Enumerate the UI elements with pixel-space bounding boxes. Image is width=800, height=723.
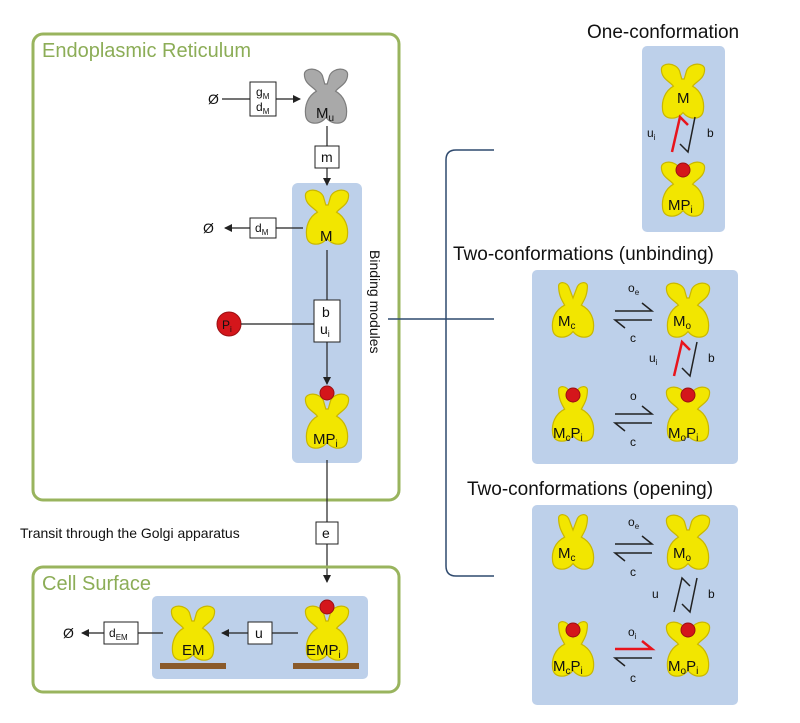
transit-label: Transit through the Golgi apparatus: [20, 525, 240, 541]
label-mu: Mu: [316, 105, 334, 124]
label-mpi: MPi: [313, 431, 338, 450]
p2-close-arrow-bound: [612, 422, 652, 432]
p2-label-mopi: MoPi: [668, 425, 698, 444]
p2-ligand-mopi: [680, 387, 696, 403]
p3-label-mcpi: McPi: [553, 658, 583, 677]
bound-ligand-mpi: [319, 385, 335, 401]
p1-label-mpi: MPi: [668, 197, 693, 216]
cell-surface-border: [31, 565, 401, 694]
membrane-empi: [293, 663, 359, 669]
p2-label-mc: Mc: [558, 313, 576, 332]
label-m: M: [320, 228, 333, 245]
p3-ligand-mcpi: [565, 622, 581, 638]
panel-one-title: One-conformation: [587, 22, 739, 43]
p3-rate-u: u: [652, 587, 659, 601]
empty-set-source: Ø: [208, 91, 219, 107]
rate-dm: dM: [256, 100, 270, 116]
connector-bracket: [445, 149, 494, 577]
rate-m: m: [321, 149, 333, 165]
p2-rate-c: c: [630, 331, 636, 345]
membrane-em: [160, 663, 226, 669]
p2-rate-o: o: [630, 389, 637, 403]
label-empi: EMPi: [306, 642, 341, 661]
rate-b: b: [322, 304, 330, 320]
surface-title: Cell Surface: [42, 573, 151, 595]
p2-unbind-arrow-red: [672, 339, 691, 377]
p3-rate-b: b: [708, 587, 715, 601]
rate-ui: ui: [320, 321, 330, 339]
p2-rate-c-bound: c: [630, 435, 636, 449]
p3-open-arrow-red: [615, 640, 656, 651]
er-compartment-border: [31, 32, 401, 502]
binding-modules-label: Binding modules: [367, 250, 383, 354]
panel-one-box: [642, 46, 725, 232]
p3-open-arrow: [615, 535, 655, 545]
p2-label-mcpi: McPi: [553, 425, 583, 444]
label-em: EM: [182, 642, 205, 659]
rate-box-gm-dm: [249, 81, 277, 117]
p3-rate-oi: oi: [628, 625, 637, 641]
rate-dm-degradation: dM: [255, 221, 269, 237]
p2-ligand-mcpi: [565, 387, 581, 403]
p1-rate-ui: ui: [647, 126, 656, 142]
p2-close-arrow: [612, 319, 652, 329]
p2-bind-arrow: [681, 341, 698, 378]
rate-u: u: [255, 625, 263, 641]
p3-rate-c-bound: c: [630, 671, 636, 685]
empty-set-sink-m: Ø: [203, 220, 214, 236]
label-pi: Pi: [222, 318, 232, 334]
panel-two-unbinding-title: Two-conformations (unbinding): [453, 244, 714, 265]
p1-rate-b: b: [707, 126, 714, 140]
rate-dem: dEM: [109, 626, 128, 642]
rate-e: e: [322, 525, 330, 541]
p2-rate-b: b: [708, 351, 715, 365]
rate-gm: gM: [256, 85, 270, 101]
p3-label-mopi: MoPi: [668, 658, 698, 677]
panel-two-opening-title: Two-conformations (opening): [467, 479, 713, 500]
p1-ligand: [675, 162, 691, 178]
p3-unbind-arrow: [673, 576, 691, 613]
empty-set-sink-em: Ø: [63, 625, 74, 641]
p2-rate-ui: ui: [649, 351, 658, 367]
p3-rate-oe: oe: [628, 515, 640, 531]
surface-ligand-empi: [319, 599, 335, 615]
p2-open-arrow-bound: [615, 405, 655, 415]
p1-label-m: M: [677, 90, 690, 107]
p1-bind-arrow: [679, 116, 696, 154]
p3-close-arrow: [612, 552, 652, 562]
p3-close-arrow-bound: [612, 657, 652, 667]
p3-ligand-mopi: [680, 622, 696, 638]
p3-rate-c: c: [630, 565, 636, 579]
er-title: Endoplasmic Reticulum: [42, 40, 251, 62]
p3-label-mc: Mc: [558, 545, 576, 564]
p3-bind-arrow: [681, 577, 698, 614]
p2-label-mo: Mo: [673, 313, 692, 332]
rate-box-b-ui: [313, 299, 341, 343]
p1-unbind-arrow-red: [670, 114, 689, 153]
p3-label-mo: Mo: [673, 545, 692, 564]
p2-open-arrow: [615, 302, 655, 312]
p2-rate-oe: oe: [628, 281, 640, 297]
